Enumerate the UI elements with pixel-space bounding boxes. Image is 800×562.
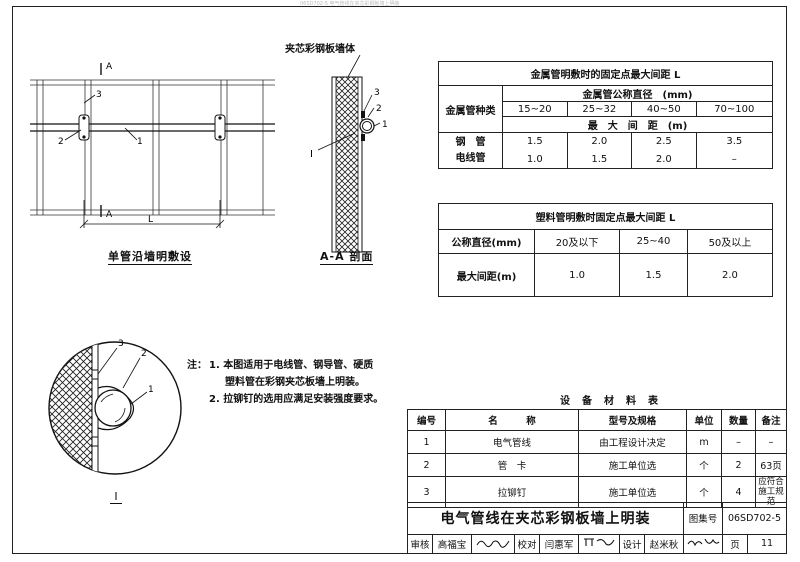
reviewer-name: 高福宝 — [432, 533, 472, 555]
title-block: 电气管线在夹芯彩钢板墙上明装 图集号 06SD702-5 审核 高福宝 校对 闫… — [407, 502, 787, 555]
front-view-drawing: A A L 3 2 1 — [30, 62, 275, 229]
plastic-dia-2: 25~40 — [619, 229, 688, 254]
steel-value-3: 2.5 — [631, 132, 697, 151]
metal-dia-4: 70~100 — [695, 101, 774, 117]
metal-type-header: 金属管种类 — [438, 85, 503, 133]
section-mark-bottom: A — [106, 210, 113, 220]
mat-cell-spec: 施工单位选 — [578, 453, 687, 477]
mat-cell-qty: 2 — [721, 453, 756, 477]
designer-signature — [683, 533, 723, 555]
metal-table-title: 金属管明敷时的固定点最大间距 L — [438, 61, 773, 86]
mat-header-spec: 型号及规格 — [578, 409, 687, 431]
check-label: 校对 — [514, 533, 540, 555]
metal-dia-3: 40~50 — [631, 101, 697, 117]
plastic-spacing-1: 1.0 — [533, 253, 621, 297]
plastic-table-title: 塑料管明敷时固定点最大间距 L — [438, 203, 773, 230]
mat-cell-no: 1 — [407, 430, 446, 454]
mat-header-qty: 数量 — [721, 409, 756, 431]
plastic-pipe-table: 塑料管明敷时固定点最大间距 L 公称直径(mm) 20及以下 25~40 50及… — [438, 203, 774, 297]
designer-name: 赵米秋 — [644, 533, 684, 555]
table-row: 1 电气管线 由工程设计决定 m – – — [407, 430, 787, 454]
callout-3-detail: 3 — [118, 339, 124, 349]
materials-table: 编号 名 称 型号及规格 单位 数量 备注 1 电气管线 由工程设计决定 m –… — [407, 409, 787, 508]
section-view-drawing: 3 2 1 I — [310, 55, 388, 253]
conduit-value-1: 1.0 — [502, 150, 568, 169]
steel-pipe-label: 钢 管 — [455, 136, 486, 148]
plastic-spacing-2: 1.5 — [619, 253, 688, 297]
mat-cell-unit: 个 — [686, 453, 722, 477]
callout-1-front: 1 — [137, 137, 143, 147]
page-number: 11 — [747, 533, 787, 555]
conduit-label: 电线管 — [455, 152, 486, 164]
detail-view-drawing: 3 2 1 — [48, 339, 182, 475]
callout-3-section: 3 — [374, 88, 380, 98]
table-row: 2 管 卡 施工单位选 个 2 63页 — [407, 453, 787, 477]
plastic-dia-label: 公称直径(mm) — [438, 229, 535, 254]
mat-header-no: 编号 — [407, 409, 446, 431]
metal-dia-2: 25~32 — [566, 101, 633, 117]
detail-marker-label: I — [310, 149, 313, 160]
conduit-value-4: – — [695, 150, 774, 169]
drawing-title: 电气管线在夹芯彩钢板墙上明装 — [407, 502, 684, 535]
mat-cell-name: 电气管线 — [445, 430, 579, 454]
section-caption: A-A 剖面 — [320, 250, 374, 265]
drawing-frame — [12, 6, 787, 554]
notes-block: 注： 1. 本图适用于电线管、钢导管、硬质 塑料管在彩钢夹芯板墙上明装。 2. … — [187, 357, 387, 408]
metal-dia-header: 金属管公称直径 (mm) — [502, 85, 773, 102]
atlas-label: 图集号 — [683, 502, 723, 535]
metal-spacing-header: 最 大 间 距 (m) — [502, 116, 773, 133]
mat-cell-unit: m — [686, 430, 722, 454]
plastic-dia-1: 20及以下 — [533, 229, 621, 254]
callout-1-section: 1 — [382, 120, 388, 130]
note-line-3: 2. 拉铆钉的选用应满足安装强度要求。 — [209, 394, 384, 405]
mat-cell-name: 管 卡 — [445, 453, 579, 477]
review-label: 审核 — [407, 533, 433, 555]
metal-row-names: 钢 管 电线管 — [438, 132, 503, 169]
conduit-value-3: 2.0 — [631, 150, 697, 169]
notes-prefix: 注： — [187, 360, 207, 371]
front-view-caption: 单管沿墙明敷设 — [108, 250, 192, 265]
materials-title: 设 备 材 料 表 — [560, 396, 659, 407]
plastic-spacing-3: 2.0 — [686, 253, 774, 297]
mat-cell-spec: 由工程设计决定 — [578, 430, 687, 454]
conduit-value-2: 1.5 — [566, 150, 633, 169]
callout-2-front: 2 — [58, 137, 64, 147]
note-line-2: 塑料管在彩钢夹芯板墙上明装。 — [225, 377, 365, 388]
note-line-1: 1. 本图适用于电线管、钢导管、硬质 — [209, 360, 374, 371]
steel-value-4: 3.5 — [695, 132, 774, 151]
mat-header-name: 名 称 — [445, 409, 579, 431]
mat-cell-qty: – — [721, 430, 756, 454]
plastic-spacing-label: 最大间距(m) — [438, 253, 535, 297]
checker-signature — [578, 533, 620, 555]
metal-pipe-table: 金属管明敷时的固定点最大间距 L 金属管种类 金属管公称直径 (mm) 15~2… — [438, 61, 774, 169]
mat-header-note: 备注 — [755, 409, 787, 431]
section-mark-top: A — [106, 62, 113, 72]
mat-cell-note: 63页 — [755, 453, 787, 477]
detail-caption: I — [110, 490, 122, 504]
callout-1-detail: 1 — [148, 385, 154, 395]
design-label: 设计 — [619, 533, 645, 555]
metal-dia-1: 15~20 — [502, 101, 568, 117]
reviewer-signature — [471, 533, 515, 555]
mat-header-unit: 单位 — [686, 409, 722, 431]
length-label: L — [148, 215, 153, 225]
plastic-dia-3: 50及以上 — [686, 229, 774, 254]
callout-2-section: 2 — [376, 104, 382, 114]
mat-cell-note: – — [755, 430, 787, 454]
page-label: 页 — [722, 533, 748, 555]
steel-value-2: 2.0 — [566, 132, 633, 151]
callout-2-detail: 2 — [141, 349, 147, 359]
panel-label: 夹芯彩钢板墙体 — [285, 44, 355, 55]
mat-cell-no: 2 — [407, 453, 446, 477]
checker-name: 闫惠军 — [539, 533, 579, 555]
atlas-number: 06SD702-5 — [722, 502, 787, 535]
callout-3-front: 3 — [96, 90, 102, 100]
header-faint-text: 06SD702-5 电气管线在夹芯彩钢板墙上明装 — [300, 1, 400, 7]
steel-value-1: 1.5 — [502, 132, 568, 151]
